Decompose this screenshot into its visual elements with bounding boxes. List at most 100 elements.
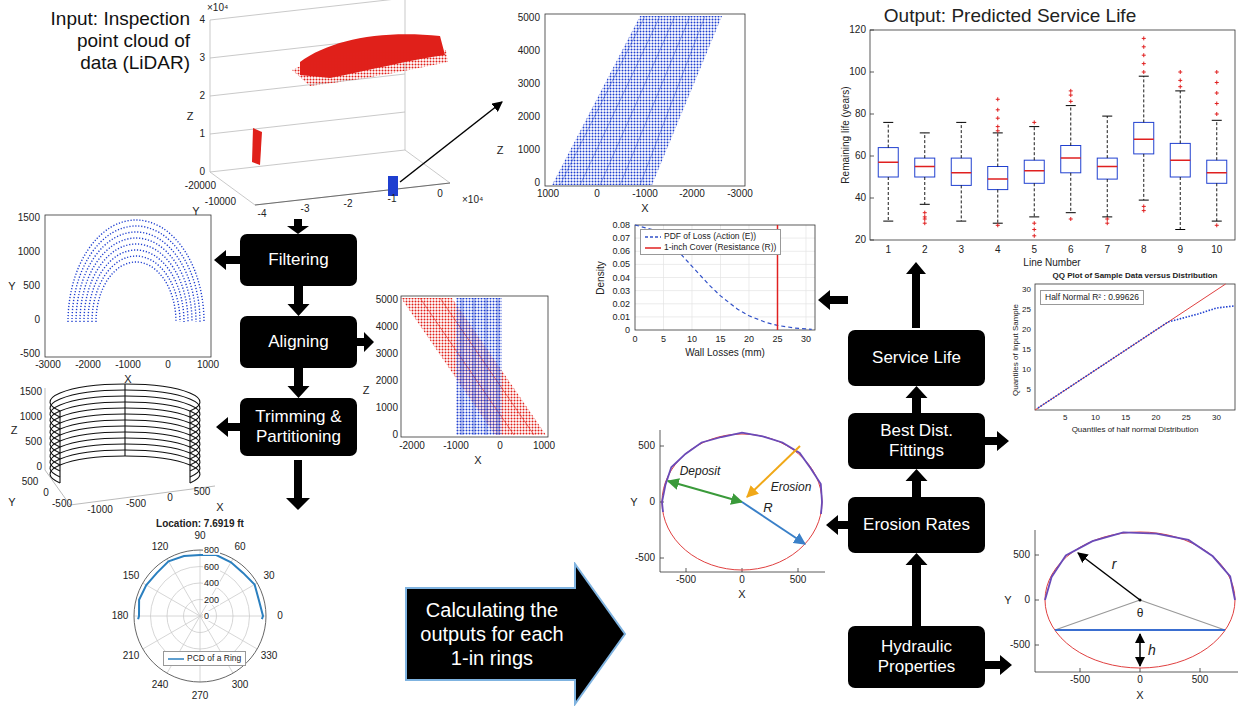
block-arrow-box: Calculating the outputs for each 1-in ri… xyxy=(405,562,627,706)
axis-label: 1 xyxy=(199,128,205,140)
block-arrow xyxy=(216,417,240,437)
ring-polar-plot xyxy=(134,550,266,682)
axis-label: 240 xyxy=(152,679,169,691)
axis-label: ×10⁴ xyxy=(207,2,228,14)
erosion-section-plot xyxy=(742,502,805,544)
input-point-cloud-plot xyxy=(252,128,262,165)
axis-label: Y xyxy=(8,280,15,293)
axis-label: 0 xyxy=(534,177,540,189)
axis-label: 120 xyxy=(152,541,169,553)
output-heading: Output: Predicted Service Life xyxy=(884,5,1136,27)
axis-label: 40 xyxy=(855,192,866,204)
axis-label: 0 xyxy=(437,188,443,200)
axis-label: 120 xyxy=(849,24,866,36)
process-box: Trimming & Partitioning xyxy=(240,398,357,456)
input-point-cloud-plot xyxy=(400,102,502,182)
axis-label: Remaining life (years) xyxy=(840,86,852,183)
block-arrow xyxy=(357,332,374,352)
filtered-cloud-plot xyxy=(68,220,204,322)
axis-label: -2000 xyxy=(75,359,101,371)
service-life-boxplot xyxy=(1134,122,1154,153)
filtered-cloud-plot xyxy=(68,220,204,322)
axis-label: 180 xyxy=(112,610,129,622)
axis-label: -500 xyxy=(676,574,696,586)
erosion-section-plot xyxy=(662,433,822,514)
flow-arrow xyxy=(906,469,928,497)
hydraulic-section-plot xyxy=(1035,530,1238,672)
axis-label: 60 xyxy=(855,150,866,162)
axis-label: 500 xyxy=(23,280,40,292)
node-text: Hydraulic Properties xyxy=(856,637,977,678)
axis-label: 4 xyxy=(199,14,205,26)
input-point-cloud-plot xyxy=(210,0,450,205)
hydraulic-section-plot xyxy=(1139,599,1142,602)
axis-label: -500 xyxy=(20,348,40,360)
node-text: Trimming & Partitioning xyxy=(248,407,349,448)
axis-label: 270 xyxy=(192,690,209,702)
axis-label: 0 xyxy=(34,314,40,326)
axis-label: 1 xyxy=(885,244,891,256)
axis-label: 0.02 xyxy=(612,299,630,309)
axis-label: 3000 xyxy=(518,78,540,90)
axis-label: -1000 xyxy=(443,440,469,452)
input-heading: Input: Inspection point cloud of data (L… xyxy=(40,8,190,74)
legend-sample xyxy=(645,245,661,251)
axis-label: 5 xyxy=(661,334,666,344)
axis-label: 0 xyxy=(739,574,745,586)
aligned-cloud-plot xyxy=(401,296,548,437)
service-life-boxplot xyxy=(883,76,1222,229)
process-box: Filtering xyxy=(240,234,357,286)
axis-label: θ xyxy=(1137,607,1144,621)
axis-label: X xyxy=(474,454,481,467)
axis-label: 1000 xyxy=(537,188,559,200)
axis-label: 9 xyxy=(1177,244,1183,256)
node-text: Erosion Rates xyxy=(863,515,970,535)
axis-label: 1000 xyxy=(376,402,398,414)
node-text: Service Life xyxy=(872,348,961,368)
plot-title: QQ Plot of Sample Data versus Distributi… xyxy=(1053,271,1218,280)
axis-label: 30 xyxy=(263,570,274,582)
hydraulic-section-plot xyxy=(1035,555,1200,672)
axis-label: 5 xyxy=(1027,385,1031,394)
axis-label: 4 xyxy=(995,244,1001,256)
axis-label: 20 xyxy=(1152,413,1161,422)
node-text: Calculating the outputs for each 1-in ri… xyxy=(415,598,569,670)
axis-label: 2000 xyxy=(518,111,540,123)
input-point-cloud-plot xyxy=(255,183,450,205)
ring-polar-plot xyxy=(138,555,263,619)
axis-label: 0 xyxy=(36,461,42,473)
axis-label: -500 xyxy=(126,498,146,510)
node-text: Best Dist. Fittings xyxy=(856,421,977,462)
service-life-boxplot xyxy=(923,36,1219,237)
loss-pdf-plot xyxy=(635,225,815,330)
block-arrow xyxy=(985,431,1009,451)
qq-plot xyxy=(1035,284,1235,410)
axis-label: 300 xyxy=(232,679,249,691)
service-life-boxplot xyxy=(888,76,1217,229)
axis-label: 10 xyxy=(1211,244,1222,256)
axis-label: r xyxy=(1112,556,1117,572)
axis-label: 1000 xyxy=(18,246,40,258)
erosion-section-plot xyxy=(660,446,798,572)
axis-label: 2000 xyxy=(376,375,398,387)
axis-label: -2 xyxy=(344,198,353,210)
axis-label: 200 xyxy=(203,594,220,604)
axis-label: Y xyxy=(8,496,15,509)
axis-label: Wall Losses (mm) xyxy=(685,347,765,359)
axis-label: 1500 xyxy=(18,212,40,224)
legend-text: PDF of Loss (Action (E)) xyxy=(664,231,756,242)
service-life-boxplot xyxy=(915,158,935,177)
legend-row: Half Normal R² : 0.99626 xyxy=(1045,292,1139,303)
hydraulic-section-plot xyxy=(1055,629,1225,631)
axis-label: 0 xyxy=(1024,594,1030,606)
filtered-cloud-plot xyxy=(88,250,184,322)
hydraulic-section-plot xyxy=(1045,532,1235,600)
axis-label: 25 xyxy=(1022,305,1031,314)
loss-pdf-plot xyxy=(635,225,812,329)
hydraulic-section-plot xyxy=(1078,553,1140,600)
axis-label: Erosion xyxy=(771,481,812,495)
aligned-cloud-plot xyxy=(401,298,546,435)
axis-label: 0.07 xyxy=(612,233,630,243)
axis-label: Quantiles of half normal Distribution xyxy=(1072,425,1199,434)
